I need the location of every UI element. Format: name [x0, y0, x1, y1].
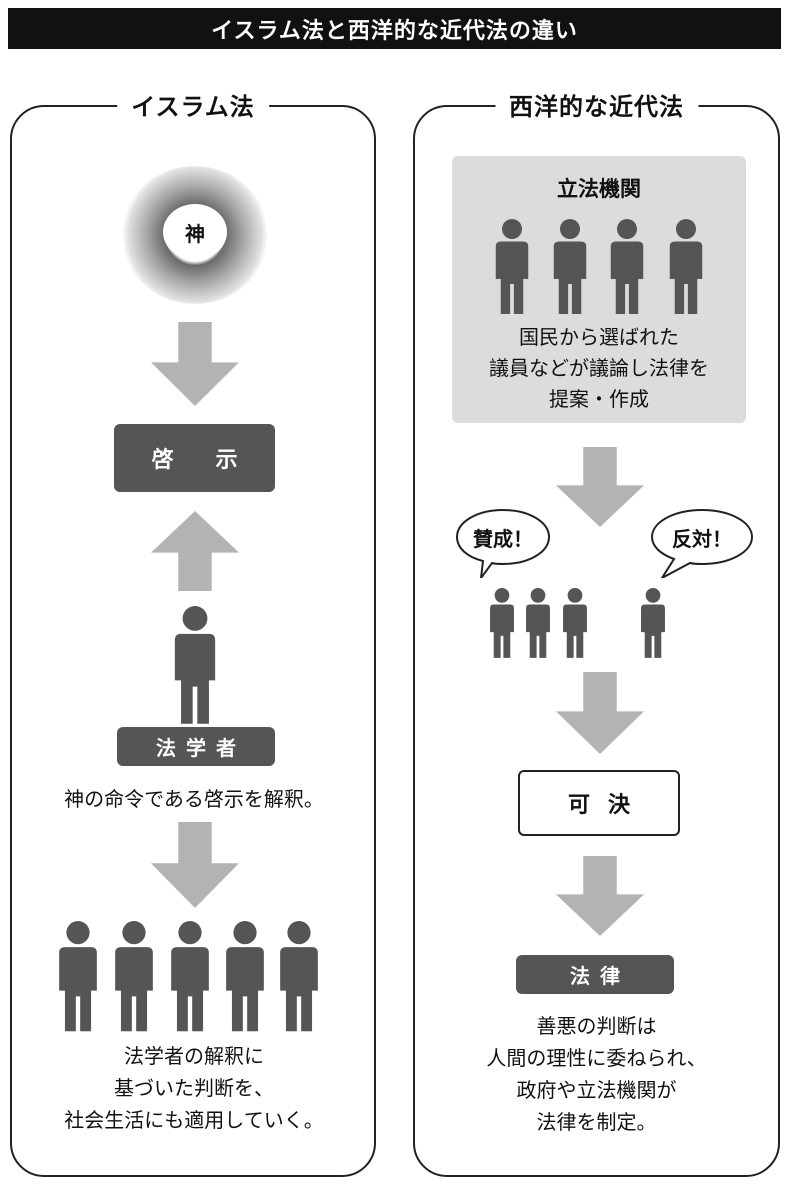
legislator-figure-3	[610, 219, 644, 314]
society-caption: 法学者の解釈に 基づいた判断を、 社会生活にも適用していく。	[64, 1044, 324, 1132]
arrow-god-to-revelation	[151, 322, 239, 406]
arrow-jurist-to-society	[151, 822, 239, 908]
voter-figure-2	[526, 588, 550, 658]
revelation-box: 啓 示	[114, 424, 275, 492]
citizen-figure-5	[280, 921, 318, 1032]
arrow-vote-to-passed	[556, 672, 644, 754]
main-title: イスラム法と西洋的な近代法の違い	[8, 8, 781, 49]
passed-box: 可決	[518, 770, 680, 836]
voter-figure-4	[641, 588, 665, 658]
arrow-legislature-to-vote	[556, 447, 644, 527]
arrow-passed-to-law	[556, 856, 644, 936]
voter-figure-1	[490, 588, 514, 658]
legislator-figure-4	[669, 219, 703, 314]
legislature-text: 国民から選ばれた 議員などが議論し法律を 提案・作成	[489, 325, 709, 411]
voter-figure-3	[563, 588, 587, 658]
jurist-box: 法学者	[117, 727, 275, 766]
speech-bubble-no-text: 反対！	[672, 526, 732, 551]
speech-bubble-no: 反対！	[650, 508, 754, 578]
legislature-title: 立法機関	[557, 177, 641, 201]
islamic-law-heading: イスラム法	[117, 87, 269, 122]
citizen-figure-3	[171, 921, 209, 1032]
arrow-jurist-to-revelation	[151, 511, 239, 591]
citizen-figure-4	[226, 921, 264, 1032]
speech-bubble-yes-text: 賛成！	[473, 526, 533, 551]
citizen-figure-2	[115, 921, 153, 1032]
jurist-caption: 神の命令である啓示を解釈。	[64, 787, 324, 811]
law-caption: 善悪の判断は 人間の理性に委ねられ、 政府や立法機関が 法律を制定。	[486, 1014, 707, 1134]
legislator-figure-2	[553, 219, 587, 314]
law-box: 法律	[516, 955, 674, 994]
citizen-figure-1	[59, 921, 97, 1032]
god-label: 神	[163, 204, 227, 260]
western-law-heading: 西洋的な近代法	[495, 87, 698, 122]
jurist-figure	[174, 606, 216, 724]
speech-bubble-yes: 賛成！	[455, 508, 551, 578]
legislator-figure-1	[495, 219, 529, 314]
